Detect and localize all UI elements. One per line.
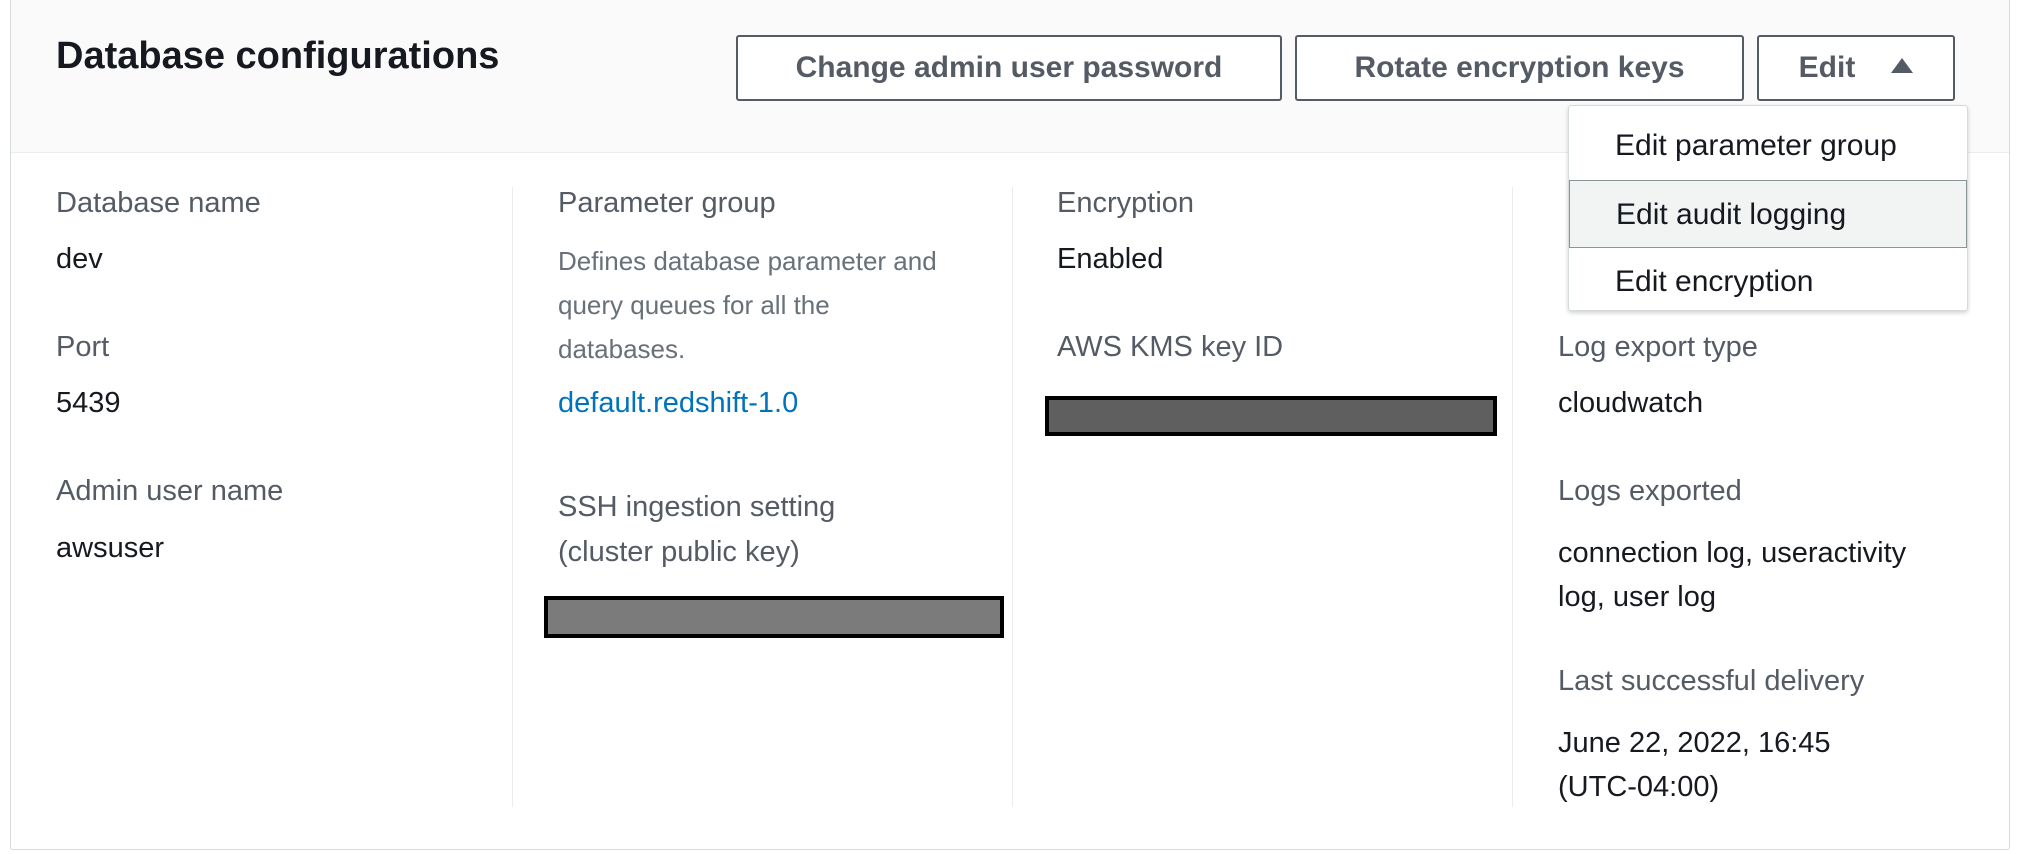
description-line: Defines database parameter and [558, 246, 937, 276]
edit-dropdown-menu: Edit parameter group Edit audit logging … [1568, 105, 1968, 311]
parameter-group-label: Parameter group [558, 187, 776, 219]
menu-item-edit-audit-logging[interactable]: Edit audit logging [1569, 180, 1967, 248]
last-delivery-line: (UTC-04:00) [1558, 771, 1720, 803]
database-configurations-panel: Database configurations Change admin use… [10, 0, 2010, 850]
log-export-type-label: Log export type [1558, 331, 1758, 363]
description-line: databases. [558, 334, 686, 364]
caret-up-icon [1891, 58, 1914, 73]
log-export-type-value: cloudwatch [1558, 387, 1704, 419]
rotate-encryption-keys-label: Rotate encryption keys [1354, 51, 1685, 84]
parameter-group-link[interactable]: default.redshift-1.0 [558, 387, 799, 419]
logs-exported-value: connection log, useractivity log, user l… [1558, 531, 1906, 619]
menu-item-edit-encryption[interactable]: Edit encryption [1615, 265, 1814, 298]
admin-user-name-label: Admin user name [56, 475, 284, 507]
column-divider [512, 187, 513, 807]
menu-item-edit-parameter-group[interactable]: Edit parameter group [1615, 129, 1897, 162]
redacted-kms-key-id [1045, 396, 1497, 436]
change-admin-password-label: Change admin user password [795, 51, 1223, 84]
column-divider [1012, 187, 1013, 807]
last-delivery-value: June 22, 2022, 16:45 (UTC-04:00) [1558, 721, 1831, 809]
ssh-label-line: (cluster public key) [558, 536, 800, 568]
logs-exported-line: log, user log [1558, 581, 1716, 613]
change-admin-password-button[interactable]: Change admin user password [736, 35, 1282, 101]
redacted-public-key [544, 596, 1004, 638]
edit-label: Edit [1798, 51, 1856, 84]
panel-header: Database configurations Change admin use… [11, 0, 2009, 153]
encryption-value: Enabled [1057, 243, 1164, 275]
rotate-encryption-keys-button[interactable]: Rotate encryption keys [1295, 35, 1744, 101]
database-name-value: dev [56, 243, 103, 275]
port-label: Port [56, 331, 110, 363]
port-value: 5439 [56, 387, 121, 419]
last-delivery-label: Last successful delivery [1558, 665, 1865, 697]
ssh-ingestion-label: SSH ingestion setting (cluster public ke… [558, 485, 835, 575]
ssh-label-line: SSH ingestion setting [558, 491, 836, 523]
database-name-label: Database name [56, 187, 261, 219]
description-line: query queues for all the [558, 290, 830, 320]
edit-dropdown-button[interactable]: Edit [1757, 35, 1955, 101]
logs-exported-line: connection log, useractivity [1558, 537, 1907, 569]
parameter-group-description: Defines database parameter and query que… [558, 239, 978, 371]
kms-key-id-label: AWS KMS key ID [1057, 331, 1284, 363]
admin-user-name-value: awsuser [56, 532, 164, 564]
page-title: Database configurations [56, 35, 500, 77]
last-delivery-line: June 22, 2022, 16:45 [1558, 727, 1831, 759]
column-divider [1512, 187, 1513, 807]
logs-exported-label: Logs exported [1558, 475, 1742, 507]
encryption-label: Encryption [1057, 187, 1195, 219]
